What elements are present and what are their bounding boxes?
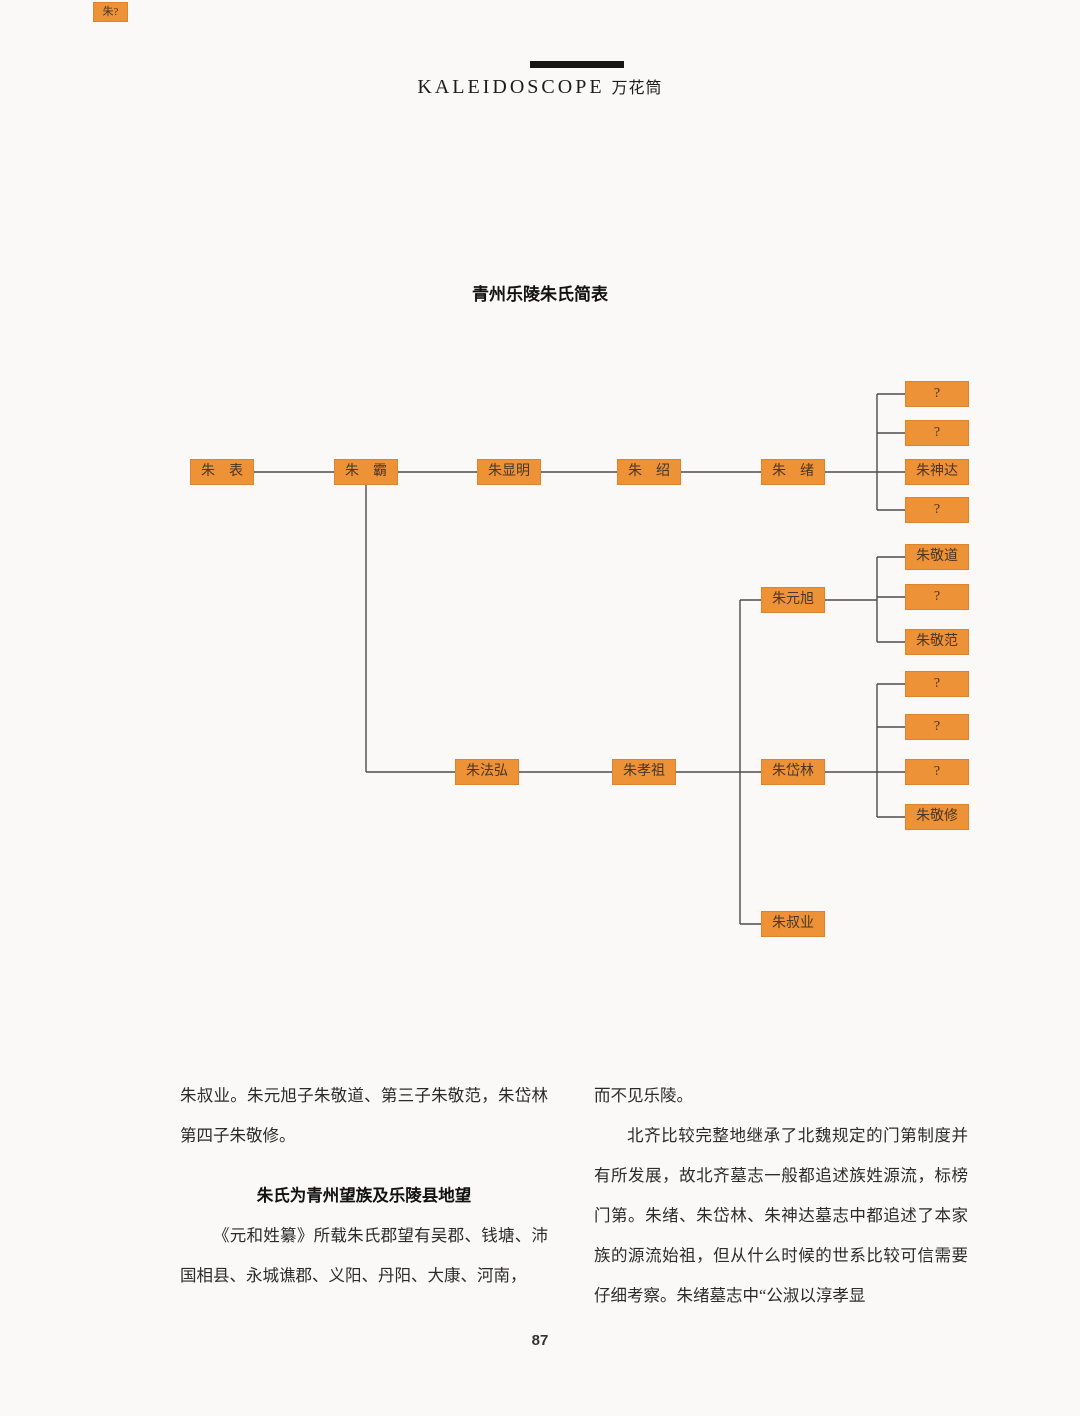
tree-node-unknown-2: ? [905,420,969,446]
chart-title: 青州乐陵朱氏简表 [472,285,608,304]
tree-node-zhu-jingdao: 朱敬道 [905,544,969,570]
right-paragraph-1: 而不见乐陵。 [594,1086,693,1105]
page-number: 87 [531,1332,549,1349]
article-left-column: 朱叔业。朱元旭子朱敬道、第三子朱敬范，朱岱林第四子朱敬修。 朱氏为青州望族及乐陵… [180,1076,548,1296]
article-right-column: 而不见乐陵。 北齐比较完整地继承了北魏规定的门第制度并有所发展，故北齐墓志一般都… [594,1076,968,1316]
right-paragraph-2: 北齐比较完整地继承了北魏规定的门第制度并有所发展，故北齐墓志一般都追述族姓源流，… [594,1126,968,1305]
tree-node-zhu-xu: 朱 绪 [761,459,825,485]
tree-node-zhu-fahong: 朱法弘 [455,759,519,785]
tree-node-unknown-6: ? [905,714,969,740]
tree-node-zhu-dailin: 朱岱林 [761,759,825,785]
cutoff-tree-node: 朱? [93,2,128,22]
masthead: KALEIDOSCOPE 万花筒 [0,74,1080,99]
tree-node-zhu-shao: 朱 绍 [617,459,681,485]
tree-node-unknown-1: ? [905,381,969,407]
left-paragraph-1: 朱叔业。朱元旭子朱敬道、第三子朱敬范，朱岱林第四子朱敬修。 [180,1086,548,1145]
tree-node-zhu-ba: 朱 霸 [334,459,398,485]
section-heading: 朱氏为青州望族及乐陵县地望 [256,1187,472,1205]
tree-node-zhu-xiaozu: 朱孝祖 [612,759,676,785]
masthead-rule [530,61,624,68]
tree-node-zhu-yuanxu: 朱元旭 [761,587,825,613]
magazine-brand-cn: 万花筒 [611,80,663,97]
magazine-brand: KALEIDOSCOPE [417,76,605,98]
tree-node-unknown-5: ? [905,671,969,697]
tree-node-zhu-jingfan: 朱敬范 [905,629,969,655]
tree-node-zhu-jingxiu: 朱敬修 [905,804,969,830]
tree-node-zhu-shuye: 朱叔业 [761,911,825,937]
tree-node-unknown-7: ? [905,759,969,785]
tree-node-unknown-4: ? [905,584,969,610]
tree-node-zhu-xianming: 朱显明 [477,459,541,485]
tree-node-unknown-3: ? [905,497,969,523]
left-paragraph-2: 《元和姓纂》所载朱氏郡望有吴郡、钱塘、沛国相县、永城谯郡、义阳、丹阳、大康、河南… [180,1226,548,1285]
tree-node-zhu-shenda: 朱神达 [905,459,969,485]
tree-node-zhu-biao: 朱 表 [190,459,254,485]
